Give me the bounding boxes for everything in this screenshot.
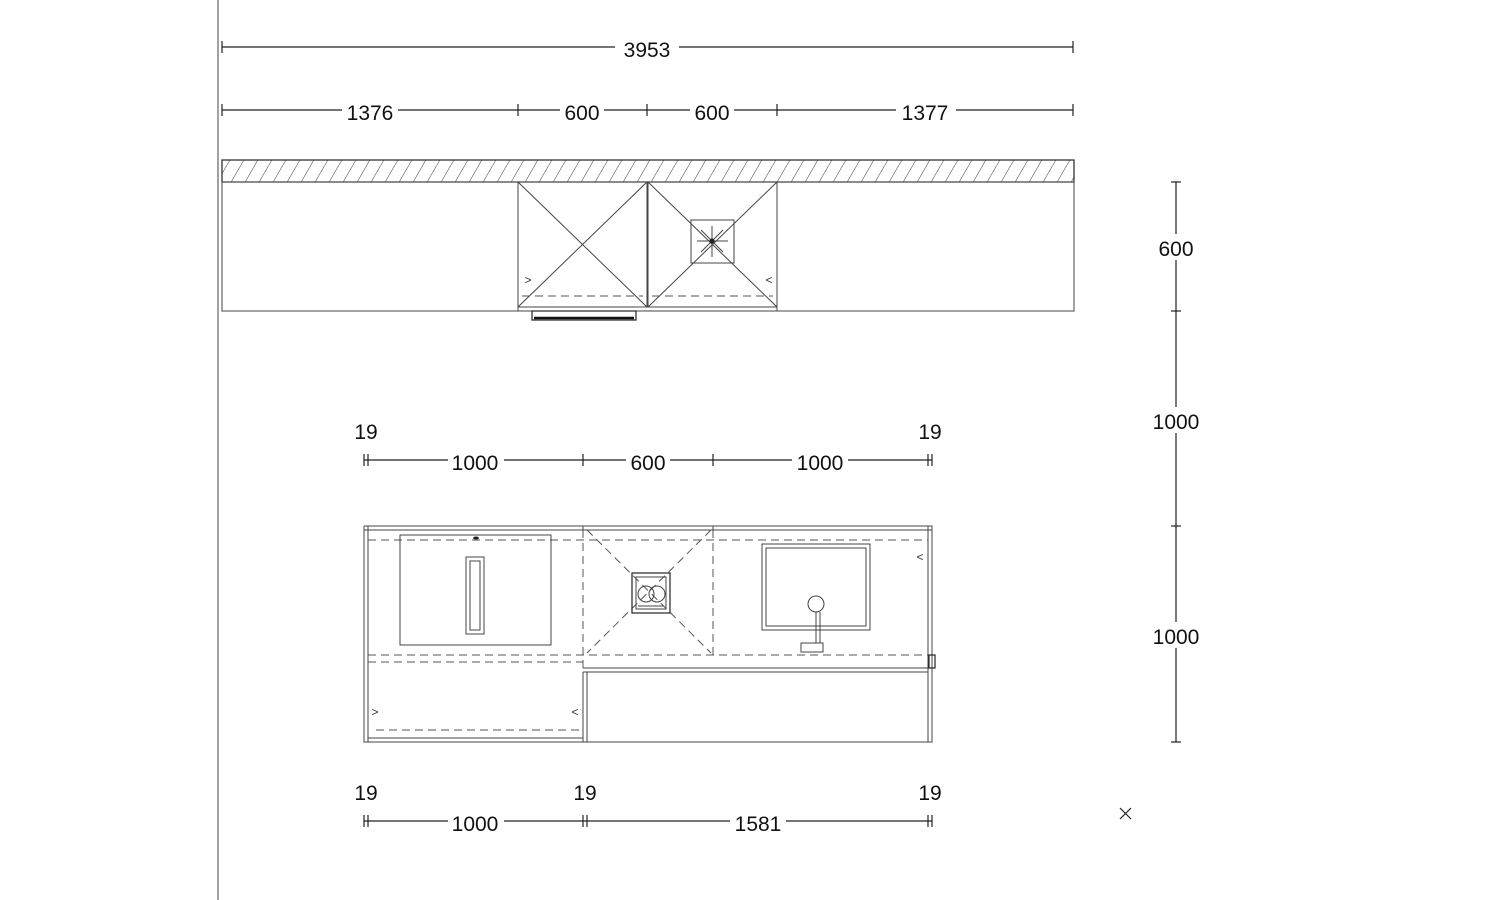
- svg-text:<: <: [571, 705, 578, 719]
- upper-segment-1: 1000: [452, 452, 499, 475]
- upper-segment-2: 600: [630, 452, 665, 475]
- segment-label-4: 1377: [902, 102, 949, 125]
- snowflake-icon: [690, 219, 735, 264]
- dishwasher-icon: [586, 529, 712, 654]
- segment-label-2: 600: [564, 102, 599, 125]
- lower-segment-1: 1000: [452, 813, 499, 836]
- island-lower-dimensions: 19 19 19 1000 1581: [354, 782, 941, 836]
- vertical-label-2: 1000: [1153, 626, 1200, 649]
- wall-hatch: [221, 159, 1075, 183]
- segment-label-3: 600: [694, 102, 729, 125]
- upper-end-right: 19: [918, 421, 941, 444]
- lower-end-right: 19: [918, 782, 941, 805]
- dimension-overall-width: 3953: [221, 34, 1074, 62]
- svg-text:>: >: [371, 705, 378, 719]
- lower-end-left: 19: [354, 782, 377, 805]
- tall-cabinet-left: >: [517, 181, 648, 308]
- island-upper-dimensions: 19 19 1000 600 1000: [354, 421, 941, 475]
- segment-label-1: 1376: [347, 102, 394, 125]
- dimension-vertical: 600 1000 1000: [1148, 181, 1204, 743]
- upper-segment-3: 1000: [797, 452, 844, 475]
- sink-icon: [761, 543, 871, 653]
- svg-text:>: >: [524, 273, 531, 287]
- depth-label: 600: [1158, 238, 1193, 261]
- overall-width-label: 3953: [624, 39, 671, 62]
- lower-end-middle: 19: [573, 782, 596, 805]
- island-plan: < > <: [363, 525, 936, 743]
- lower-segment-2: 1581: [735, 813, 782, 836]
- tall-cabinet-right: <: [647, 181, 778, 308]
- cooktop-icon: [399, 534, 552, 646]
- svg-text:<: <: [916, 550, 923, 564]
- close-icon[interactable]: [1114, 803, 1136, 825]
- wall-counter-run: > <: [221, 181, 1075, 321]
- vertical-label-1: 1000: [1153, 411, 1200, 434]
- dimension-segments: 1376 600 600 1377: [221, 98, 1074, 125]
- upper-end-left: 19: [354, 421, 377, 444]
- handle-bar: [531, 310, 637, 321]
- svg-text:<: <: [765, 273, 772, 287]
